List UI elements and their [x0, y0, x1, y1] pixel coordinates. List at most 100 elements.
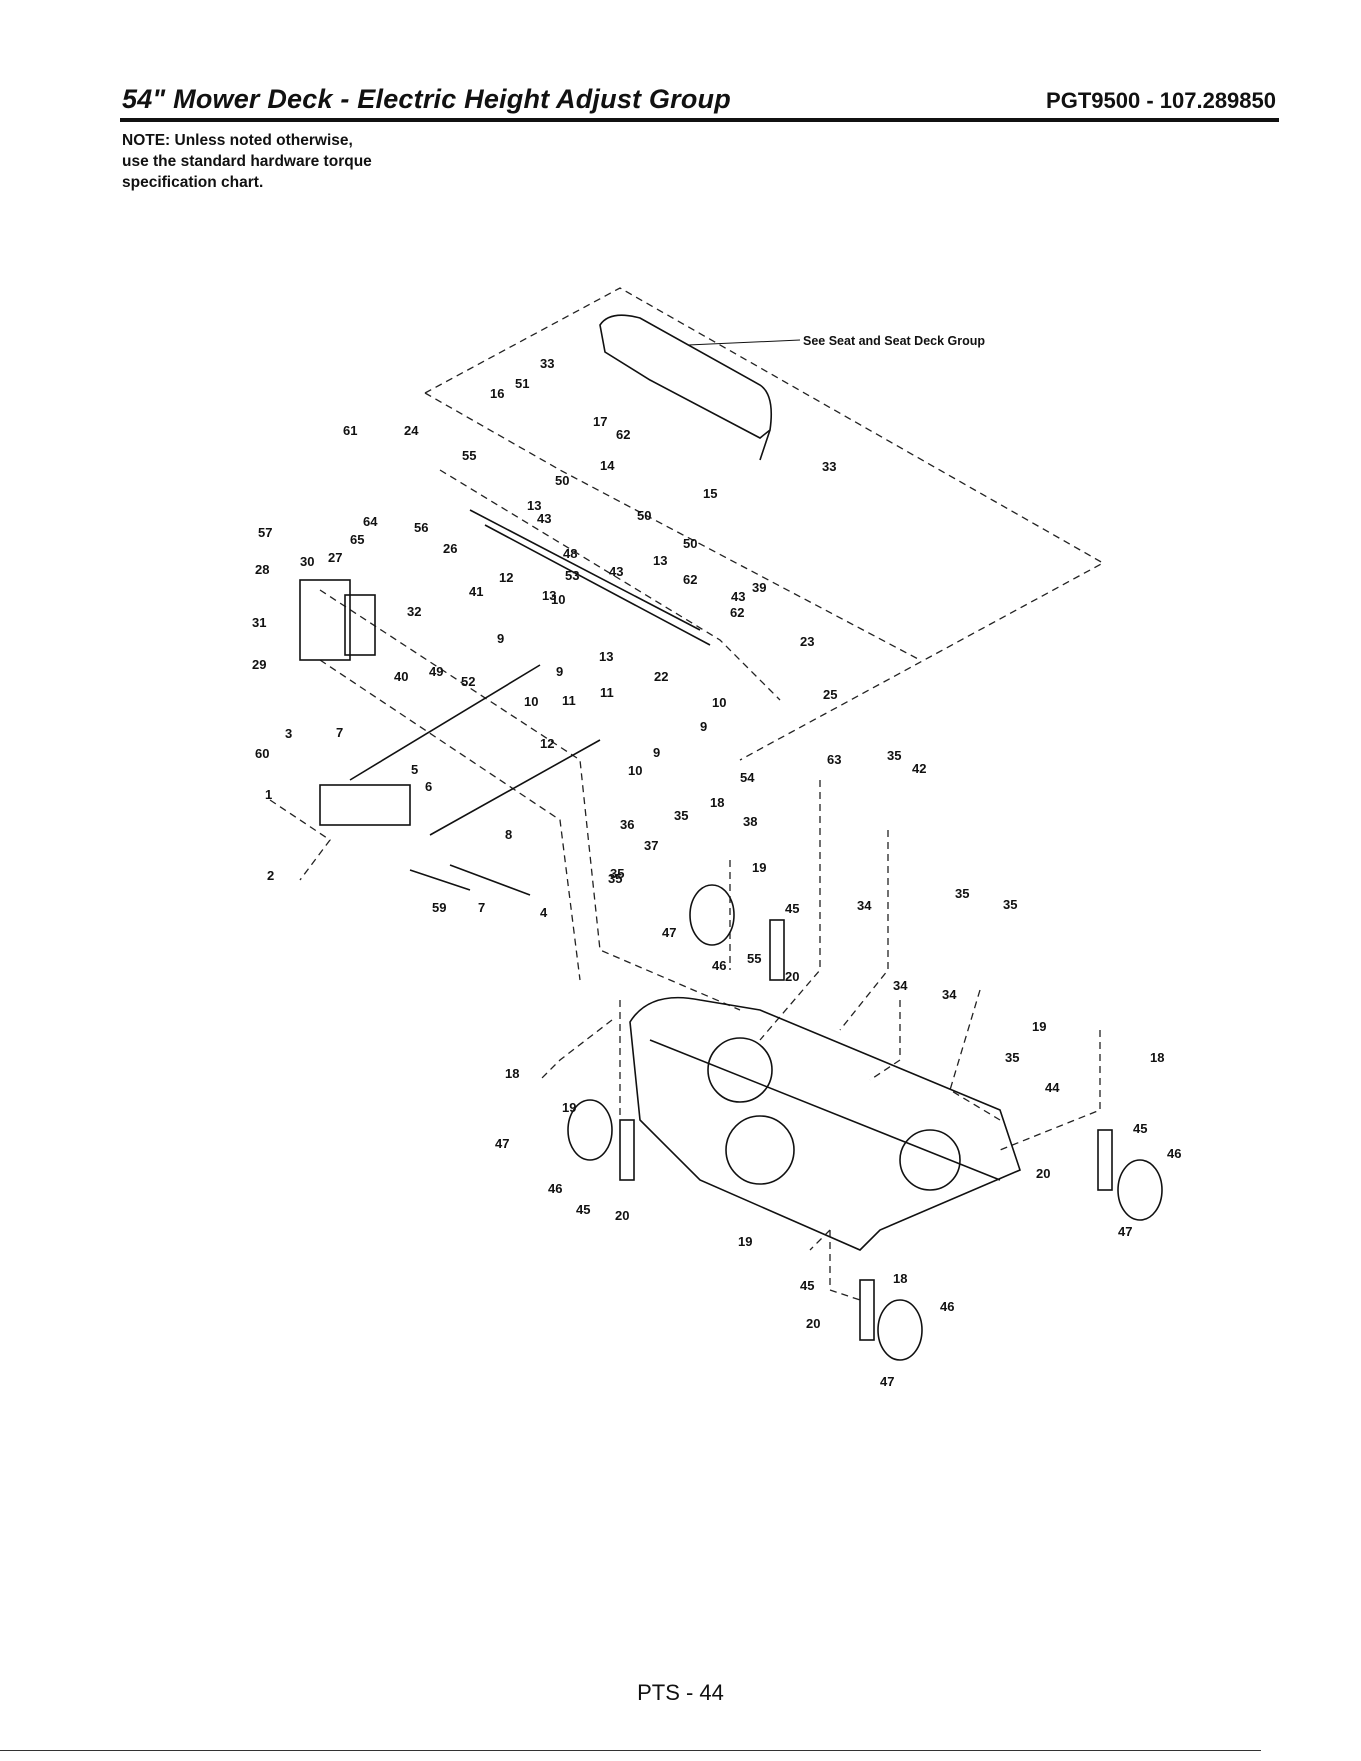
part-callout-35: 35	[608, 871, 622, 886]
part-callout-53: 53	[565, 568, 579, 583]
part-callout-14: 14	[600, 458, 615, 473]
part-callout-18: 18	[893, 1271, 907, 1286]
part-callout-22: 22	[654, 669, 668, 684]
part-callout-9: 9	[556, 664, 563, 679]
part-callout-48: 48	[563, 546, 577, 561]
model-number: PGT9500 - 107.289850	[1046, 88, 1276, 113]
part-callout-7: 7	[336, 725, 343, 740]
part-callout-61: 61	[343, 423, 357, 438]
part-callout-18: 18	[505, 1066, 519, 1081]
part-callout-16: 16	[490, 386, 504, 401]
part-callout-57: 57	[258, 525, 272, 540]
part-callout-18: 18	[1150, 1050, 1164, 1065]
part-callout-40: 40	[394, 669, 408, 684]
part-callout-5: 5	[411, 762, 418, 777]
part-callout-47: 47	[495, 1136, 509, 1151]
note-line: specification chart.	[122, 174, 264, 191]
note-line: NOTE: Unless noted otherwise,	[122, 132, 353, 149]
part-callout-6: 6	[425, 779, 432, 794]
part-callout-9: 9	[700, 719, 707, 734]
part-callout-62: 62	[683, 572, 697, 587]
part-callout-13: 13	[653, 553, 667, 568]
part-callout-46: 46	[940, 1299, 954, 1314]
part-callout-52: 52	[461, 674, 475, 689]
part-callout-62: 62	[730, 605, 744, 620]
part-callout-50: 50	[637, 508, 651, 523]
part-callout-19: 19	[752, 860, 766, 875]
part-callout-20: 20	[1036, 1166, 1050, 1181]
part-callout-47: 47	[1118, 1224, 1132, 1239]
part-callout-34: 34	[942, 987, 957, 1002]
part-callout-55: 55	[462, 448, 476, 463]
part-callout-13: 13	[542, 588, 556, 603]
part-callout-47: 47	[880, 1374, 894, 1389]
part-callout-46: 46	[712, 958, 726, 973]
page-title: 54" Mower Deck - Electric Height Adjust …	[122, 84, 731, 114]
part-callout-35: 35	[955, 886, 969, 901]
part-callout-4: 4	[540, 905, 548, 920]
reference-note: See Seat and Seat Deck Group	[803, 334, 985, 348]
part-callout-56: 56	[414, 520, 428, 535]
part-callout-65: 65	[350, 532, 364, 547]
part-callout-63: 63	[827, 752, 841, 767]
part-callout-41: 41	[469, 584, 483, 599]
part-callout-35: 35	[1005, 1050, 1019, 1065]
part-callout-20: 20	[615, 1208, 629, 1223]
part-callout-45: 45	[785, 901, 799, 916]
part-callout-11: 11	[600, 685, 614, 700]
part-callout-36: 36	[620, 817, 634, 832]
part-callout-45: 45	[1133, 1121, 1147, 1136]
part-callout-35: 35	[1003, 897, 1017, 912]
part-callout-13: 13	[599, 649, 613, 664]
part-callout-50: 50	[683, 536, 697, 551]
part-callout-28: 28	[255, 562, 269, 577]
part-callout-13: 13	[527, 498, 541, 513]
part-callout-35: 35	[887, 748, 901, 763]
part-callout-37: 37	[644, 838, 658, 853]
part-callout-12: 12	[540, 736, 554, 751]
part-callout-43: 43	[731, 589, 745, 604]
header-divider	[120, 118, 1279, 122]
part-callout-19: 19	[738, 1234, 752, 1249]
part-callout-31: 31	[252, 615, 266, 630]
part-callout-29: 29	[252, 657, 266, 672]
part-callout-15: 15	[703, 486, 717, 501]
part-callout-10: 10	[551, 592, 565, 607]
torque-note: NOTE: Unless noted otherwise, use the st…	[122, 130, 372, 193]
part-callout-10: 10	[712, 695, 726, 710]
part-callout-42: 42	[912, 761, 926, 776]
part-callout-9: 9	[653, 745, 660, 760]
part-callout-20: 20	[785, 969, 799, 984]
part-callout-34: 34	[857, 898, 872, 913]
part-callout-8: 8	[505, 827, 512, 842]
part-callout-59: 59	[432, 900, 446, 915]
part-callout-7: 7	[478, 900, 485, 915]
part-callout-43: 43	[609, 564, 623, 579]
part-callout-62: 62	[616, 427, 630, 442]
part-callout-32: 32	[407, 604, 421, 619]
part-callout-43: 43	[537, 511, 551, 526]
part-callout-11: 11	[562, 693, 576, 708]
part-callout-19: 19	[1032, 1019, 1046, 1034]
part-callout-38: 38	[743, 814, 757, 829]
part-callout-24: 24	[404, 423, 419, 438]
bottom-divider	[0, 1750, 1261, 1751]
part-callout-49: 49	[429, 664, 443, 679]
part-callout-51: 51	[515, 376, 529, 391]
part-callout-10: 10	[524, 694, 538, 709]
part-callout-55: 55	[747, 951, 761, 966]
part-callout-18: 18	[710, 795, 724, 810]
part-callout-47: 47	[662, 925, 676, 940]
part-callout-10: 10	[628, 763, 642, 778]
part-callout-44: 44	[1045, 1080, 1060, 1095]
part-callout-17: 17	[593, 414, 607, 429]
page-number: PTS - 44	[637, 1680, 724, 1705]
part-callout-9: 9	[497, 631, 504, 646]
part-callout-30: 30	[300, 554, 314, 569]
part-callout-45: 45	[800, 1278, 814, 1293]
part-callout-20: 20	[806, 1316, 820, 1331]
part-callout-26: 26	[443, 541, 457, 556]
part-callout-23: 23	[800, 634, 814, 649]
part-callout-27: 27	[328, 550, 342, 565]
part-callout-64: 64	[363, 514, 378, 529]
